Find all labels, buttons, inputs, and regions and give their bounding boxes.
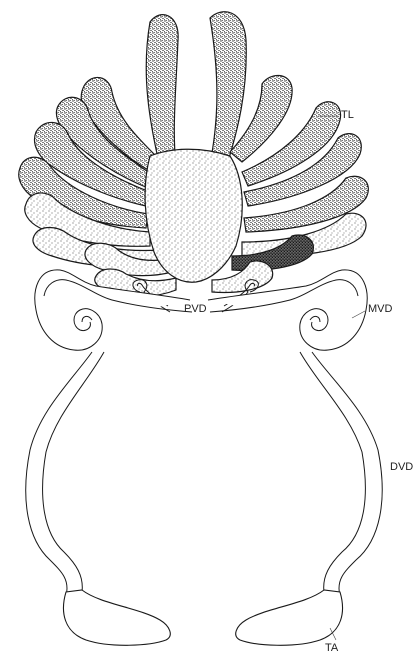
dvd-right-outer — [312, 352, 382, 596]
label-dvd: DVD — [390, 462, 413, 473]
dvd-right-inner — [300, 352, 365, 592]
label-pvd: PVD — [184, 304, 207, 315]
central-mass — [145, 149, 242, 282]
label-ta: TA — [325, 643, 338, 654]
dvd-left-inner — [43, 352, 104, 592]
ta-right — [236, 590, 343, 645]
terminal-ampullae — [63, 590, 342, 645]
label-mvd: MVD — [368, 304, 392, 315]
dvd-ducts — [26, 352, 382, 596]
dvd-left-outer — [26, 352, 92, 596]
label-tl: TL — [341, 110, 354, 121]
ta-left — [63, 590, 170, 645]
tentacle-lobes — [19, 12, 369, 297]
tentacle-lobe — [146, 15, 178, 168]
